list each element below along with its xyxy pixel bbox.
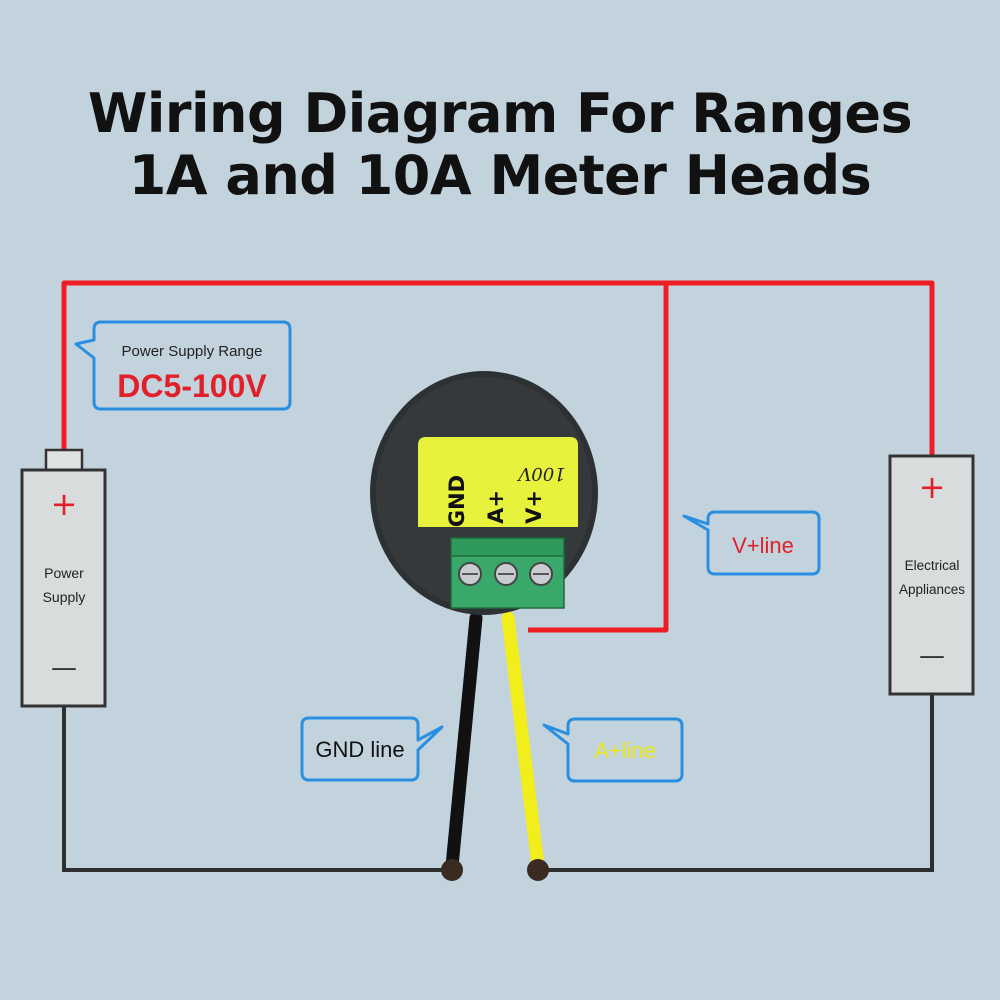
title-line-2: 1A and 10A Meter Heads	[128, 144, 872, 207]
appliance-minus: —	[919, 641, 945, 671]
power-range-callout: Power Supply Range DC5-100V	[74, 320, 292, 411]
power-supply-minus: —	[51, 653, 77, 683]
gnd-line-callout: GND line	[300, 716, 444, 782]
red-positive-wire	[61, 280, 935, 633]
ground-return-wire	[62, 694, 934, 872]
gnd-junction-dot	[441, 859, 463, 881]
appliance-label-2: Appliances	[899, 582, 965, 597]
a-plus-wire	[501, 611, 545, 873]
a-line-label: A+line	[594, 738, 656, 763]
meter-rating: 100V	[516, 463, 565, 484]
electrical-appliance: + Electrical Appliances —	[888, 454, 975, 696]
terminal-label-gnd: GND	[445, 475, 469, 527]
power-supply-label-1: Power	[44, 565, 84, 581]
v-line-callout: V+line	[682, 510, 821, 576]
v-line-label: V+line	[732, 533, 794, 558]
terminal-block	[450, 537, 565, 609]
a-plus-junction-dot	[527, 859, 549, 881]
appliance-plus: +	[919, 468, 946, 506]
terminal-label-v: V+	[522, 490, 546, 524]
gnd-line-label: GND line	[315, 737, 404, 762]
power-range-value: DC5-100V	[117, 368, 267, 404]
power-range-caption: Power Supply Range	[122, 343, 263, 360]
a-line-callout: A+line	[542, 717, 684, 783]
meter-label-plate	[418, 437, 578, 527]
appliance-label-1: Electrical	[905, 558, 960, 573]
power-supply-label-2: Supply	[43, 589, 86, 605]
title-line-1: Wiring Diagram For Ranges	[87, 82, 913, 145]
meter-head: 100V GND A+ V+	[370, 371, 598, 615]
power-supply-plus: +	[51, 485, 78, 523]
power-supply: + Power Supply —	[20, 448, 107, 708]
gnd-wire	[445, 611, 483, 873]
terminal-label-a: A+	[484, 490, 508, 524]
